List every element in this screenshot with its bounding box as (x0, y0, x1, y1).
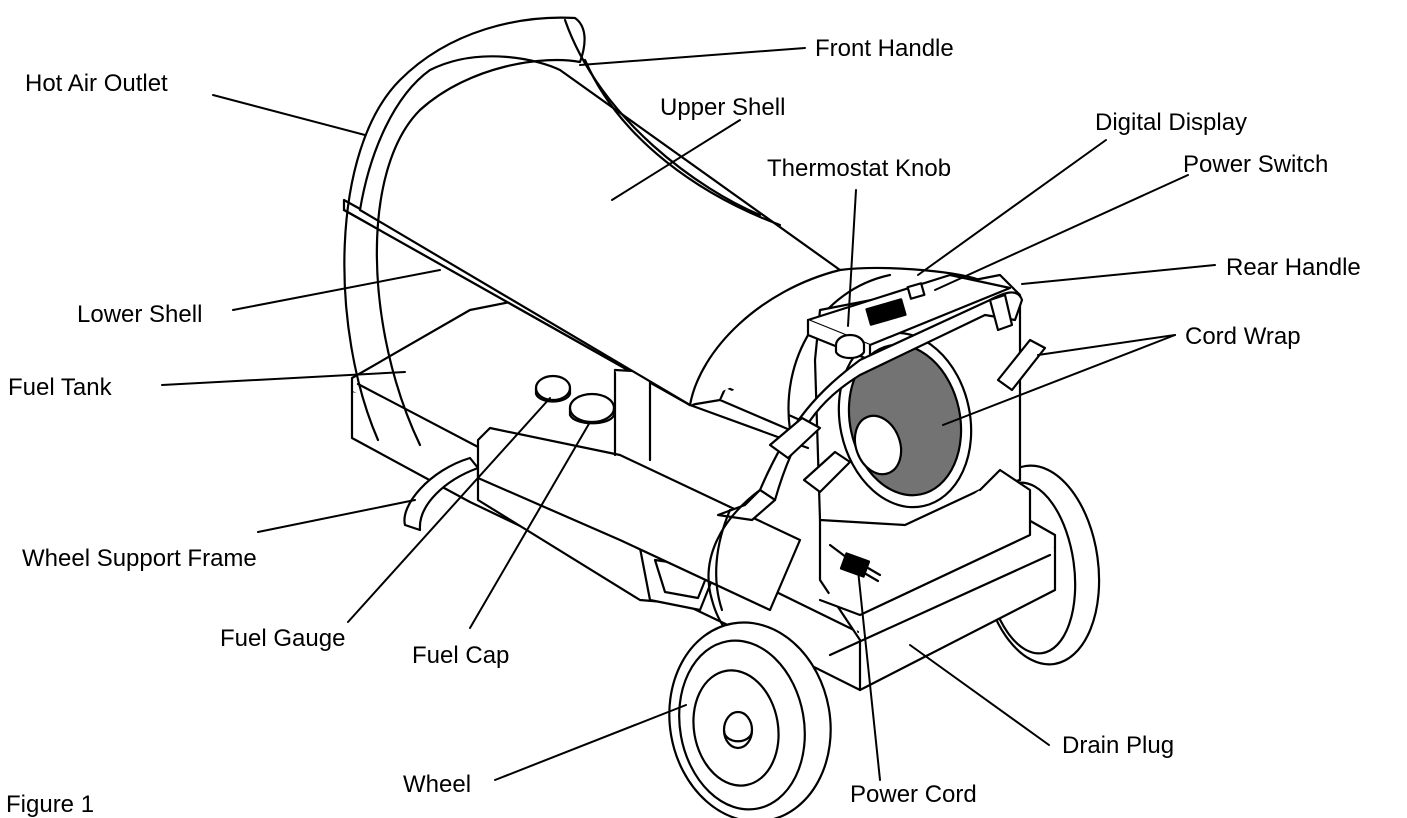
label-wheel: Wheel (403, 771, 472, 798)
label-wheel-support-frame: Wheel Support Frame (22, 545, 257, 572)
label-rear-handle: Rear Handle (1226, 254, 1361, 281)
label-fuel-gauge: Fuel Gauge (220, 625, 346, 652)
leader-lines (161, 47, 1216, 781)
label-digital-display: Digital Display (1095, 109, 1248, 136)
cord-wraps (768, 293, 1047, 494)
label-hot-air-outlet: Hot Air Outlet (25, 70, 168, 97)
label-power-cord: Power Cord (850, 781, 977, 808)
control-panel (806, 273, 1012, 362)
label-upper-shell: Upper Shell (660, 94, 786, 121)
label-cord-wrap: Cord Wrap (1185, 323, 1301, 350)
label-fuel-cap: Fuel Cap (412, 642, 510, 669)
label-thermostat-knob: Thermostat Knob (767, 155, 952, 182)
figure-caption: Figure 1 (6, 791, 95, 818)
label-drain-plug: Drain Plug (1062, 732, 1175, 759)
front-wheel (668, 621, 832, 818)
fuel-cap-shape (568, 392, 616, 425)
label-power-switch: Power Switch (1183, 151, 1329, 178)
label-lower-shell: Lower Shell (77, 301, 203, 328)
fuel-gauge-shape (534, 374, 572, 403)
front-handle (343, 16, 782, 447)
label-fuel-tank: Fuel Tank (8, 374, 112, 401)
label-front-handle: Front Handle (815, 35, 954, 62)
